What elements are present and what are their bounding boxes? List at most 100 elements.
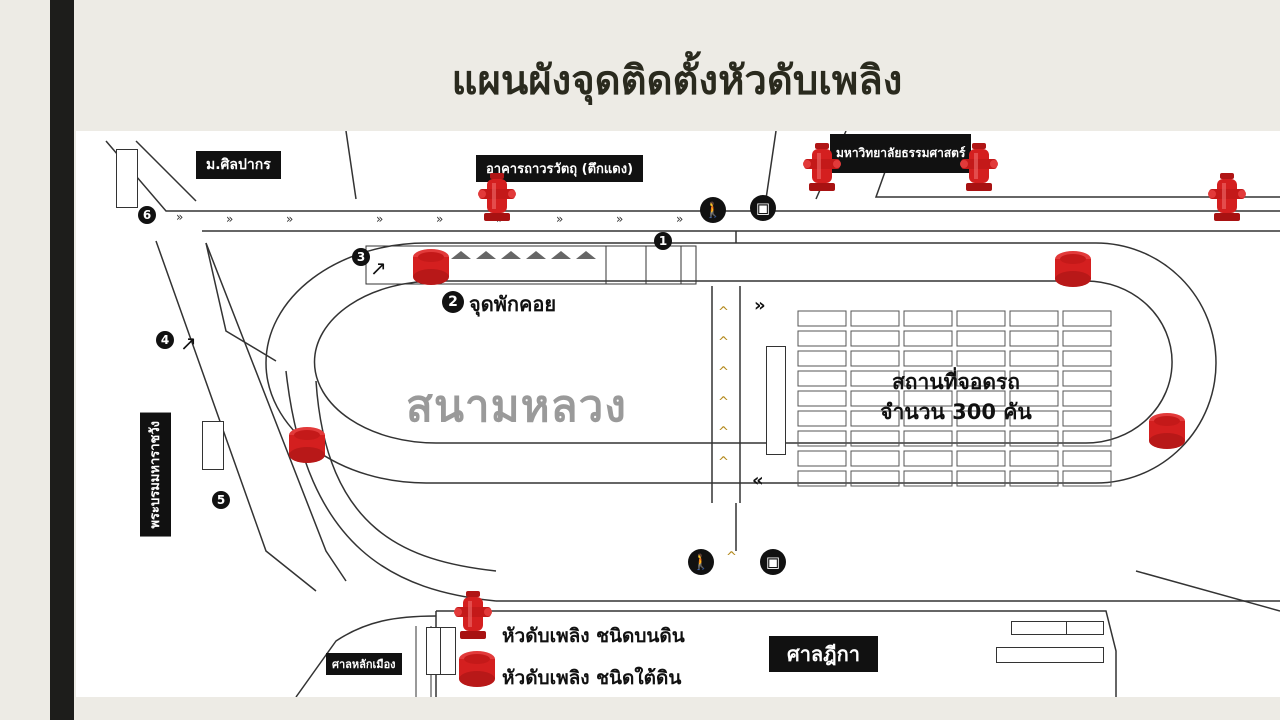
fire-hydrant-icon — [960, 143, 998, 191]
parking-slot — [850, 350, 900, 367]
parking-slot — [956, 350, 1006, 367]
pedestrian-icon: 🚶 — [700, 197, 726, 223]
parking-slot — [797, 370, 847, 387]
parking-slot — [850, 370, 900, 387]
parking-slot — [797, 450, 847, 467]
svg-text:^: ^ — [718, 425, 729, 440]
car-icon: ▣ — [750, 195, 776, 221]
parking-slot — [903, 430, 953, 447]
stairs-icon: ↗ — [180, 331, 197, 355]
parking-slot — [956, 450, 1006, 467]
marker-number: 6 — [138, 206, 156, 224]
parking-slot — [850, 470, 900, 487]
underground-hydrant-icon — [1149, 413, 1185, 449]
parking-line-2: จำนวน 300 คัน — [880, 400, 1032, 424]
parking-slot — [1009, 350, 1059, 367]
marker-number: 4 — [156, 331, 174, 349]
svg-text:»: » — [376, 212, 383, 226]
svg-text:^: ^ — [718, 395, 729, 410]
parking-slot — [1062, 350, 1112, 367]
parking-slot — [956, 390, 1006, 407]
parking-slot — [797, 310, 847, 327]
parking-slot — [1009, 370, 1059, 387]
svg-text:»: » — [556, 212, 563, 226]
parking-slot — [850, 410, 900, 427]
marker-number: 1 — [654, 232, 672, 250]
marker-number: 3 — [352, 248, 370, 266]
parking-slot — [850, 330, 900, 347]
parking-slot — [903, 330, 953, 347]
legend-underground-icon — [459, 651, 495, 687]
label-sala-dika: ศาลฎีกา — [769, 636, 878, 672]
marker-number: 5 — [212, 491, 230, 509]
slide-sidebar-bar — [50, 0, 74, 720]
parking-label: สถานที่จอดรถ จำนวน 300 คัน — [871, 367, 1041, 427]
svg-text:^: ^ — [718, 305, 729, 320]
underground-hydrant-icon — [1055, 251, 1091, 287]
parking-slot — [797, 430, 847, 447]
svg-text:^: ^ — [726, 550, 737, 565]
svg-text:»: » — [176, 210, 183, 224]
svg-text:»: » — [286, 212, 293, 226]
car-icon: ▣ — [760, 549, 786, 575]
stairs-icon: ↗ — [370, 256, 387, 280]
slide-title: แผนผังจุดติดตั้งหัวดับเพลิง — [451, 58, 903, 104]
parking-slot — [1009, 330, 1059, 347]
fire-hydrant-icon — [1208, 173, 1246, 221]
parking-slot — [903, 390, 953, 407]
parking-slot — [1009, 310, 1059, 327]
parking-slot — [1009, 470, 1059, 487]
parking-slot — [1062, 390, 1112, 407]
parking-slot — [1009, 430, 1059, 447]
parking-slot — [1062, 310, 1112, 327]
parking-slot — [797, 330, 847, 347]
map-roads: »»» »»» »»» ^^^ ^^^ ^ » « — [105, 131, 1280, 697]
label-sala-lak-muang: ศาลหลักเมือง — [326, 653, 402, 675]
parking-slot — [1062, 430, 1112, 447]
building-block — [202, 421, 224, 470]
parking-slot — [1062, 370, 1112, 387]
parking-slot — [797, 410, 847, 427]
svg-text:»: » — [436, 212, 443, 226]
parking-slot — [903, 470, 953, 487]
hydrant-map: »»» »»» »»» ^^^ ^^^ ^ » « ม.ศิลปากร อาคา… — [76, 131, 1280, 697]
parking-slot — [850, 430, 900, 447]
parking-slot — [956, 310, 1006, 327]
parking-slot — [1062, 330, 1112, 347]
svg-text:»: » — [226, 212, 233, 226]
parking-slot — [1062, 450, 1112, 467]
building-block — [996, 647, 1104, 663]
pedestrian-icon: 🚶 — [688, 549, 714, 575]
parking-slot — [956, 330, 1006, 347]
fire-hydrant-icon — [803, 143, 841, 191]
parking-slot — [903, 370, 953, 387]
underground-hydrant-icon — [289, 427, 325, 463]
parking-slot — [1009, 390, 1059, 407]
parking-slot — [850, 310, 900, 327]
label-thammasat: มหาวิทยาลัยธรรมศาสตร์ — [830, 134, 972, 173]
parking-slot — [903, 350, 953, 367]
building-block — [1011, 621, 1069, 635]
parking-slot — [797, 390, 847, 407]
svg-text:»: » — [676, 212, 683, 226]
parking-slot — [956, 470, 1006, 487]
legend-above-ground: หัวดับเพลิง ชนิดบนดิน — [502, 625, 685, 647]
parking-slot — [903, 310, 953, 327]
building-block — [766, 346, 786, 455]
label-phrabat: พระบรมมหาราชวัง — [140, 413, 171, 537]
parking-slot — [956, 430, 1006, 447]
parking-slot — [850, 390, 900, 407]
fire-hydrant-icon — [478, 173, 516, 221]
parking-slot — [1009, 450, 1059, 467]
parking-slot — [956, 410, 1006, 427]
parking-slot — [797, 350, 847, 367]
parking-slot — [956, 370, 1006, 387]
building-block — [440, 627, 456, 675]
parking-line-1: สถานที่จอดรถ — [891, 370, 1021, 394]
parking-slot — [903, 450, 953, 467]
parking-slot — [850, 450, 900, 467]
field-name: สนามหลวง — [406, 381, 627, 432]
parking-slot — [903, 410, 953, 427]
parking-slot — [1062, 410, 1112, 427]
svg-text:^: ^ — [718, 335, 729, 350]
